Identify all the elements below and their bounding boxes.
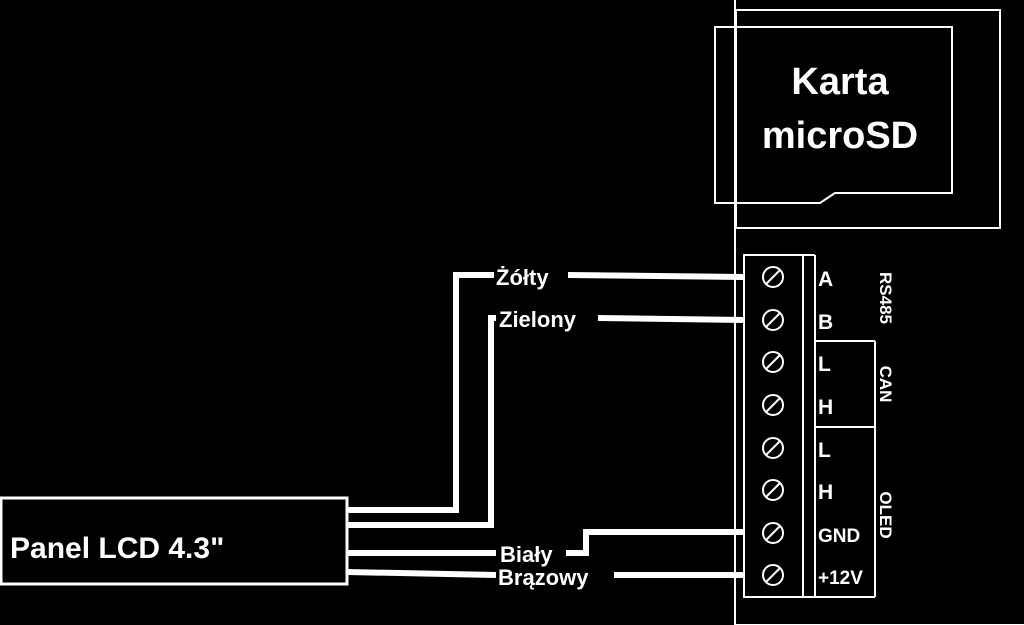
- wire-label-green: Zielony: [499, 307, 577, 332]
- terminal-block-body: [743, 254, 804, 598]
- terminal-label-gnd: GND: [818, 526, 860, 547]
- microsd-slot-outline: [735, 9, 1001, 229]
- screw-icon: [762, 522, 784, 544]
- group-label-oled: OLED: [876, 491, 895, 538]
- screw-icon: [762, 437, 784, 459]
- wire-label-white: Biały: [500, 542, 553, 567]
- lcd-panel-label: Panel LCD 4.3": [10, 532, 224, 565]
- lcd-panel-box: [0, 496, 349, 586]
- screw-icon: [762, 266, 784, 288]
- terminal-label-a: A: [818, 268, 833, 291]
- terminal-label-oled-l: L: [818, 439, 831, 462]
- terminal-label-can-l: L: [818, 353, 831, 376]
- group-label-can: CAN: [876, 366, 895, 403]
- microsd-card-shape: [714, 26, 953, 204]
- wire-green-right: [597, 315, 745, 323]
- group-label-rs485: RS485: [876, 272, 895, 324]
- wire-yellow: [347, 272, 494, 513]
- wire-yellow-right: [567, 272, 745, 280]
- microsd-card: [714, 9, 1001, 229]
- terminal-label-oled-h: H: [818, 481, 833, 504]
- microsd-label-line1: Karta: [791, 61, 889, 103]
- terminal-label-can-h: H: [818, 396, 833, 419]
- terminal-block: [743, 254, 876, 598]
- terminal-label-12v: +12V: [818, 568, 863, 589]
- screw-icon: [762, 479, 784, 501]
- microsd-label-line2: microSD: [762, 115, 918, 157]
- wire-label-yellow: Żółty: [496, 265, 549, 290]
- screw-icon: [762, 351, 784, 373]
- wire-brown-left: [346, 569, 497, 578]
- wires: [346, 272, 745, 578]
- terminal-screws: [762, 266, 784, 586]
- wire-green: [347, 315, 496, 528]
- screw-icon: [762, 394, 784, 416]
- screw-icon: [762, 309, 784, 331]
- screw-icon: [762, 564, 784, 586]
- wire-label-brown: Brązowy: [498, 565, 589, 590]
- terminal-label-b: B: [818, 311, 833, 334]
- wire-white-right: [566, 529, 744, 556]
